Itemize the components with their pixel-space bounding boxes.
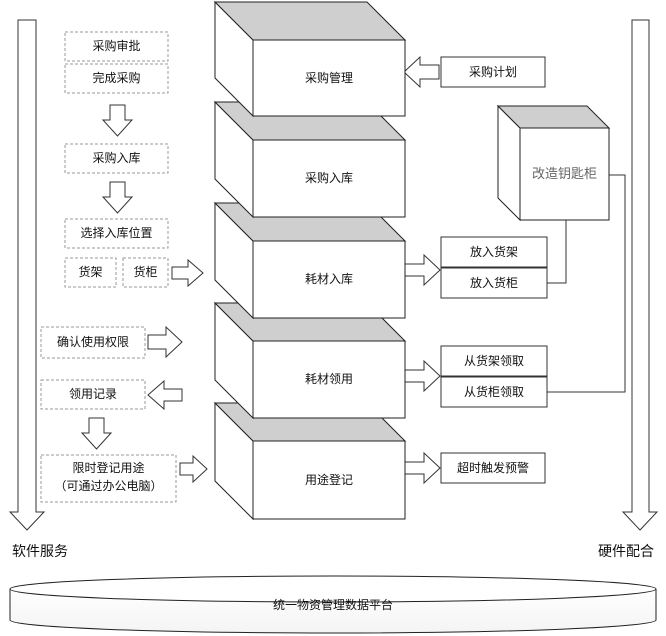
procurement-approval-label: 采购审批 xyxy=(92,39,141,53)
timeout-alarm-label: 超时触发预警 xyxy=(456,460,529,475)
hardware-support-arrow xyxy=(621,19,659,531)
block-label-consumable-take: 耗材领用 xyxy=(304,372,353,386)
procurement-approval-box xyxy=(64,31,169,62)
cabinet-box xyxy=(122,257,169,288)
right-arrow-icon xyxy=(404,253,441,287)
down-arrow-icon xyxy=(80,417,113,450)
usage-record-box xyxy=(40,379,146,410)
take-cabinet-label: 从货柜领取 xyxy=(463,384,524,399)
right-arrow-icon xyxy=(179,454,208,484)
usage-record-label: 领用记录 xyxy=(68,387,117,401)
block-label-procurement-inbound: 采购入库 xyxy=(304,171,353,185)
left-arrow-icon xyxy=(403,55,440,89)
purchase-plan-label: 采购计划 xyxy=(468,64,517,79)
put-cabinet-label: 放入货柜 xyxy=(469,275,518,290)
put-cabinet-box xyxy=(440,267,548,299)
block-label-consumable-inbound: 耗材入库 xyxy=(304,272,353,286)
take-shelf-label: 从货架领取 xyxy=(463,353,524,368)
software-service-arrow xyxy=(8,19,46,531)
right-arrow-icon xyxy=(171,258,204,288)
cabinet-label: 货柜 xyxy=(133,265,158,279)
right-arrow-icon xyxy=(404,359,441,393)
confirm-permission-box xyxy=(40,326,146,359)
timed-register-box xyxy=(40,454,177,503)
take-shelf-box xyxy=(440,345,548,377)
key-cabinet-block xyxy=(496,104,611,222)
down-arrow-icon xyxy=(101,181,134,214)
right-arrow-icon xyxy=(404,451,441,485)
shelf-label: 货架 xyxy=(78,265,103,279)
block-label-usage-register: 用途登记 xyxy=(304,472,353,487)
via-office-pc-label: （可通过办公电脑） xyxy=(54,478,163,493)
data-platform-cylinder xyxy=(9,575,657,634)
put-shelf-box xyxy=(440,236,548,268)
select-location-label: 选择入库位置 xyxy=(80,226,153,240)
procurement-inbound-label: 采购入库 xyxy=(92,151,141,165)
block-label-procurement-management: 采购管理 xyxy=(304,70,353,85)
confirm-permission-label: 确认使用权限 xyxy=(56,335,129,349)
complete-procurement-label: 完成采购 xyxy=(92,71,141,85)
select-location-box xyxy=(64,218,169,249)
connector-lines xyxy=(547,174,626,393)
platform-label: 统一物资管理数据平台 xyxy=(272,597,393,612)
hardware-support-label: 硬件配合 xyxy=(598,543,654,560)
purchase-plan-box xyxy=(440,56,546,88)
right-arrow-icon xyxy=(147,325,183,359)
down-arrow-icon xyxy=(101,104,134,137)
block-procurement-management xyxy=(213,0,407,118)
take-cabinet-box xyxy=(440,376,548,408)
shelf-box xyxy=(64,257,117,288)
put-shelf-label: 放入货架 xyxy=(469,244,518,259)
software-service-label: 软件服务 xyxy=(12,543,68,560)
timed-register-label: 限时登记用途 xyxy=(72,460,145,475)
procurement-inbound-box xyxy=(64,143,169,174)
left-arrow-icon xyxy=(147,379,183,411)
complete-procurement-box xyxy=(64,63,169,94)
timeout-alarm-box xyxy=(440,452,546,484)
key-cabinet-label: 改造钥匙柜 xyxy=(531,166,597,182)
